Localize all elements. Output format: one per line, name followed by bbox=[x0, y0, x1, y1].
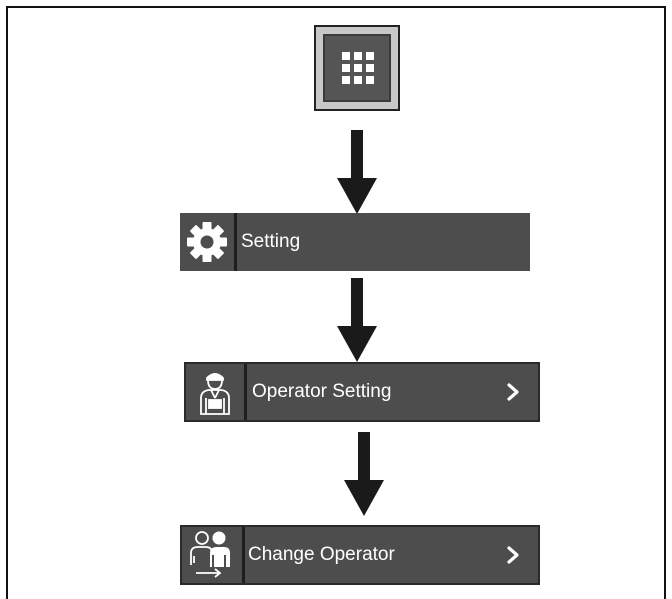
arrow-down-icon bbox=[337, 278, 377, 362]
chevron-right-icon bbox=[507, 383, 519, 401]
gear-icon bbox=[187, 222, 227, 262]
change-operator-menu-item[interactable]: Change Operator bbox=[180, 525, 540, 585]
setting-menu-item[interactable]: Setting bbox=[180, 213, 530, 271]
menu-grid-button-face bbox=[323, 34, 391, 102]
operator-setting-label: Operator Setting bbox=[252, 381, 392, 402]
arrow-down-icon bbox=[344, 432, 384, 516]
chevron-right-icon bbox=[507, 546, 519, 564]
setting-icon-cell bbox=[180, 213, 234, 271]
change-operator-icon bbox=[190, 531, 230, 578]
setting-label: Setting bbox=[241, 231, 301, 252]
operator-setting-icon-cell bbox=[186, 364, 244, 420]
change-operator-label: Change Operator bbox=[248, 544, 395, 565]
grid-menu-icon bbox=[342, 52, 374, 84]
change-operator-icon-cell bbox=[182, 527, 242, 583]
change-operator-divider bbox=[242, 527, 245, 583]
operator-setting-menu-item[interactable]: Operator Setting bbox=[184, 362, 540, 422]
operator-setting-divider bbox=[244, 364, 247, 420]
menu-grid-button[interactable] bbox=[314, 25, 400, 111]
operator-person-icon bbox=[200, 373, 230, 415]
arrow-down-icon bbox=[337, 130, 377, 214]
setting-divider bbox=[234, 213, 237, 271]
